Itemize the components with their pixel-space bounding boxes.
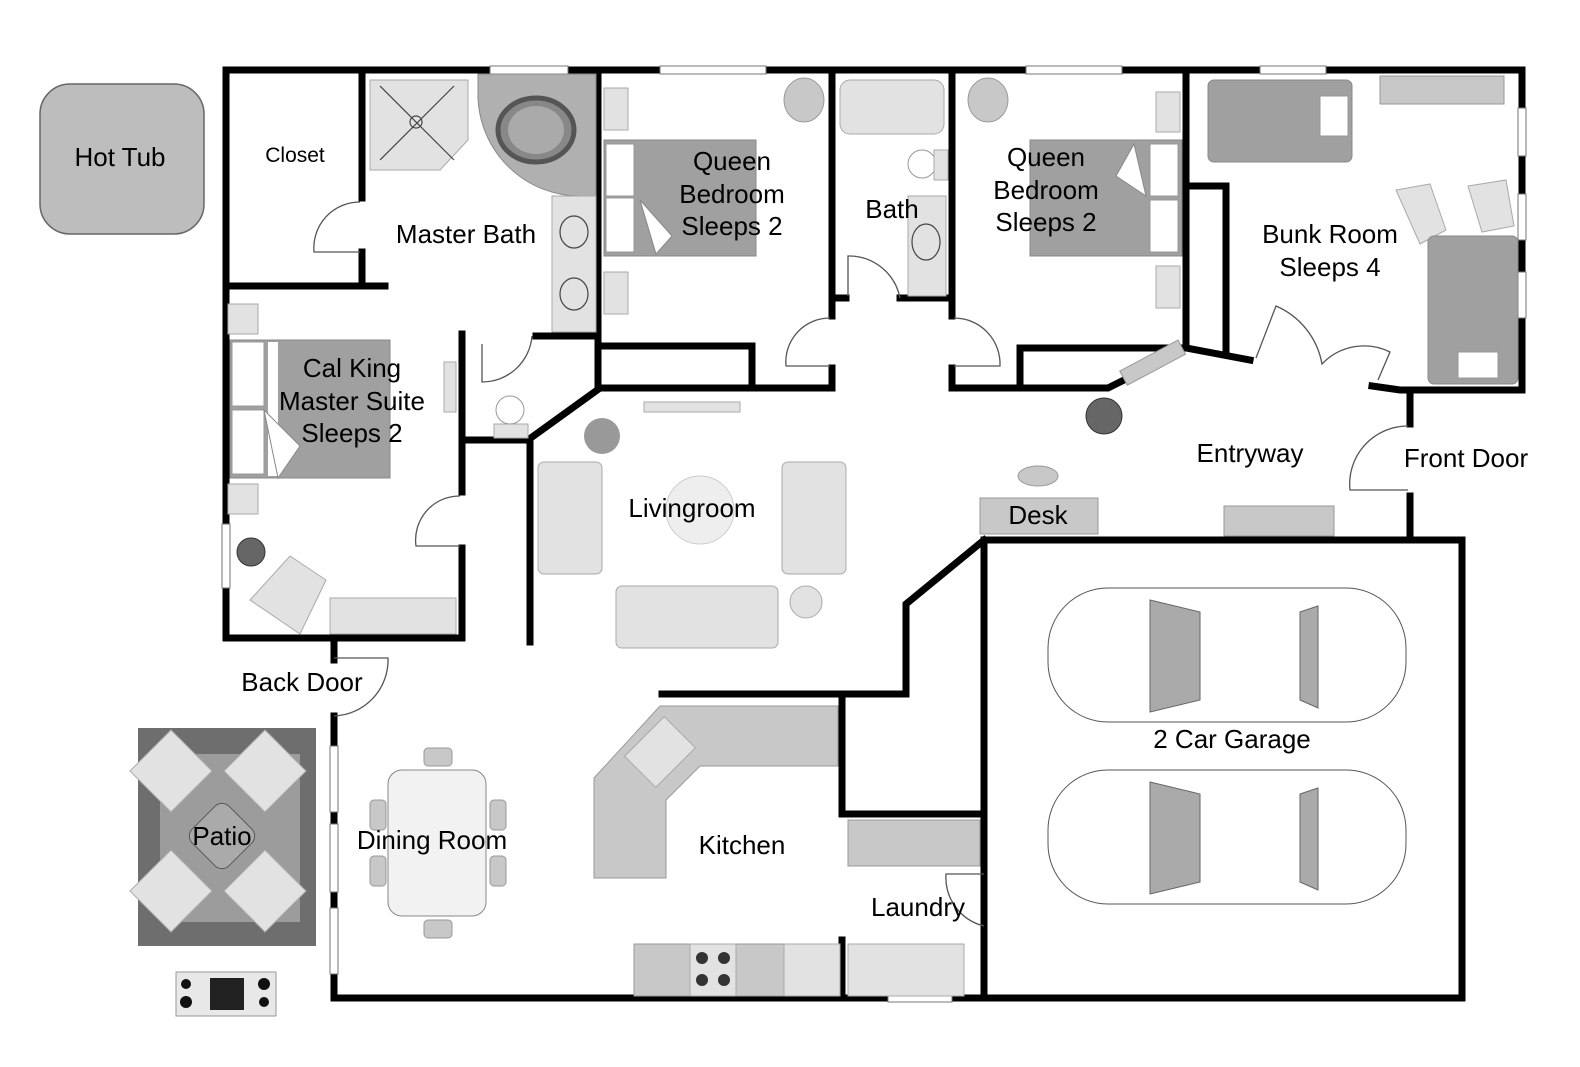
master-bath-label: Master Bath — [396, 219, 536, 249]
closet-label: Closet — [265, 144, 325, 167]
queen1-door — [785, 317, 831, 367]
closet-door — [313, 201, 361, 253]
master-bath-fixtures — [369, 73, 597, 439]
desk-label: Desk — [1008, 500, 1068, 530]
bath-label: Bath — [865, 194, 919, 224]
doors — [313, 201, 1409, 927]
entryway-label: Entryway — [1197, 438, 1304, 468]
master-suite-door — [414, 495, 461, 547]
desk-area — [979, 465, 1335, 537]
bunk-room-label-line1: Bunk Room — [1262, 219, 1398, 249]
master-suite-label-line1: Cal King — [303, 353, 401, 383]
bath-fixtures — [839, 79, 949, 297]
dining-furniture — [369, 747, 507, 939]
back-door — [333, 657, 389, 717]
patio — [129, 728, 316, 1017]
back-door-label: Back Door — [241, 667, 363, 697]
queen-bedroom-2-furniture — [967, 77, 1187, 435]
queen-bedroom-1-furniture — [603, 77, 825, 315]
queen-bedroom-1-label-line2: Bedroom — [679, 179, 785, 209]
hot-tub-label: Hot Tub — [74, 142, 165, 172]
livingroom-furniture — [537, 401, 847, 649]
bunk-room-label-line2: Sleeps 4 — [1279, 252, 1380, 282]
livingroom-label: Livingroom — [628, 493, 755, 523]
garage-cars — [1047, 587, 1407, 905]
windows — [221, 65, 1527, 1003]
kitchen-fixtures — [593, 705, 981, 997]
master-suite-furniture — [227, 303, 457, 635]
patio-label: Patio — [192, 821, 251, 851]
master-toilet-door — [481, 335, 533, 383]
queen-bedroom-2-label-line2: Bedroom — [993, 175, 1099, 205]
bunk-room-furniture — [1207, 75, 1519, 385]
queen-bedroom-1-label-line1: Queen — [693, 146, 771, 176]
laundry-label: Laundry — [871, 892, 965, 922]
master-suite-label-line2: Master Suite — [279, 386, 425, 416]
queen-bedroom-2-label-line1: Queen — [1007, 142, 1085, 172]
front-door-label: Front Door — [1404, 443, 1529, 473]
bath-door — [847, 255, 901, 299]
walls — [222, 66, 1526, 1002]
queen2-door — [953, 317, 1001, 367]
queen-bedroom-2-label-line3: Sleeps 2 — [995, 207, 1096, 237]
kitchen-label: Kitchen — [699, 830, 786, 860]
master-suite-label-line3: Sleeps 2 — [301, 418, 402, 448]
bunk-double-door — [1255, 305, 1391, 381]
front-door — [1349, 425, 1409, 491]
hot-tub: Hot Tub — [39, 83, 205, 235]
dining-room-label: Dining Room — [357, 825, 507, 855]
laundry-door — [945, 873, 985, 927]
room-labels: Closet Master Bath Queen Bedroom Sleeps … — [192, 142, 1528, 922]
queen-bedroom-1-label-line3: Sleeps 2 — [681, 211, 782, 241]
garage-label: 2 Car Garage — [1153, 724, 1311, 754]
